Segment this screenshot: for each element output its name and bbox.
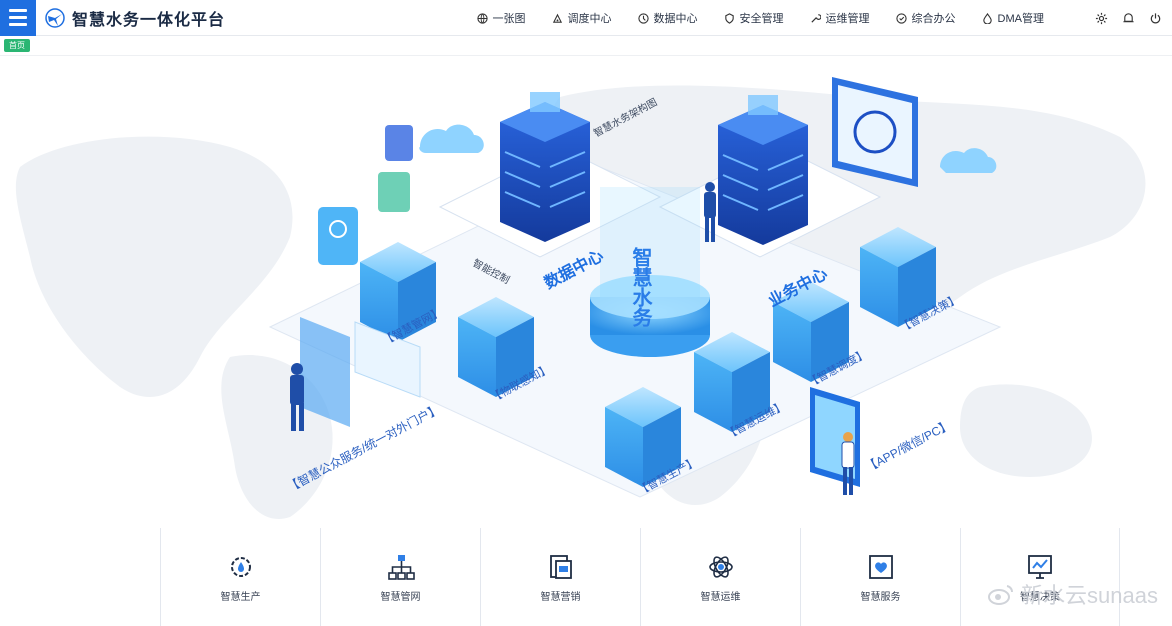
architecture-illustration: 数据中心 业务中心 智慧水务 智慧水务架构图 智能控制 【智慧管网】 【物联感知… [15,77,1146,519]
module-label: 智慧决策 [1020,592,1060,603]
nav-item-operations[interactable]: 运维管理 [810,10,870,26]
cube-modules [360,227,936,487]
office-icon [895,12,907,24]
nav-item-label: 数据中心 [653,13,698,25]
tab-bar: 首页 [0,36,1172,56]
tab-home[interactable]: 首页 [4,39,30,52]
module-label: 智慧生产 [220,592,261,603]
bell-icon[interactable] [1122,12,1135,25]
module-label: 智慧服务 [860,592,901,603]
nav-item-label: 综合办公 [911,13,956,25]
module-smart-operations[interactable]: 智慧运维 [640,528,800,626]
module-smart-production[interactable]: 智慧生产 [160,528,320,626]
atom-icon [708,556,733,578]
top-bar: 智慧水务一体化平台 一张图 调度中心 数据中心 安全管理 运维管理 综合办公 D [0,0,1172,36]
nav-item-map[interactable]: 一张图 [476,10,526,26]
nav-item-security[interactable]: 安全管理 [724,10,784,26]
top-actions [1095,0,1162,36]
gear-drop-icon [230,557,251,577]
core-label: 智慧水务 [629,246,652,327]
weibo-logo-icon [988,585,1014,605]
watermark: 新水云sunaas [987,578,1158,610]
menu-line-icon [9,16,27,19]
heart-icon [868,555,893,579]
data-center-server [500,92,590,242]
dma-icon [982,12,992,24]
module-label: 智慧营销 [540,592,581,603]
watermark-text: 新水云sunaas [1021,583,1158,608]
data-icon [637,12,649,24]
module-label: 智慧管网 [380,592,421,603]
module-smart-marketing[interactable]: 智慧营销 [480,528,640,626]
nav-item-dispatch[interactable]: 调度中心 [552,10,612,26]
nav-item-label: 一张图 [492,13,526,25]
menu-line-icon [9,23,27,26]
globe-icon [476,12,488,24]
nav-item-label: DMA管理 [997,13,1044,25]
power-icon[interactable] [1149,12,1162,25]
nav-item-dma[interactable]: DMA管理 [982,10,1044,26]
module-label: 智慧运维 [700,592,741,603]
hamburger-menu-button[interactable] [0,0,36,36]
module-smart-service[interactable]: 智慧服务 [800,528,960,626]
top-nav: 一张图 调度中心 数据中心 安全管理 运维管理 综合办公 DMA管理 [451,0,1044,36]
core-platform [590,187,710,357]
people-figures [290,182,855,495]
app-channel-label: 【APP/微信/PC】 [863,418,954,475]
tool-icon [810,13,821,23]
monitor-chart-icon [1028,555,1052,579]
menu-line-icon [9,9,27,12]
shield-icon [724,12,734,24]
document-icon [549,555,572,579]
module-smart-network[interactable]: 智慧管网 [320,528,480,626]
business-center-server [718,95,808,245]
network-icon [387,555,415,580]
gear-icon[interactable] [1095,12,1108,25]
module-smart-decision[interactable]: 智慧决策 [960,528,1120,626]
hero-illustration: 数据中心 业务中心 智慧水务 智慧水务架构图 智能控制 【智慧管网】 【物联感知… [0,57,1172,527]
floating-elements [300,77,997,487]
nav-item-data-center[interactable]: 数据中心 [637,10,698,26]
nav-item-label: 调度中心 [567,13,612,25]
nav-item-label: 安全管理 [739,13,784,25]
module-bar: 智慧生产 智慧管网 智慧营销 智慧运维 智慧服务 智慧决策 [160,528,1122,626]
platform-logo-icon [45,7,65,28]
nav-item-label: 运维管理 [825,13,870,25]
dispatch-icon [552,13,562,23]
app-title: 智慧水务一体化平台 [72,11,226,29]
nav-item-office[interactable]: 综合办公 [895,10,956,26]
